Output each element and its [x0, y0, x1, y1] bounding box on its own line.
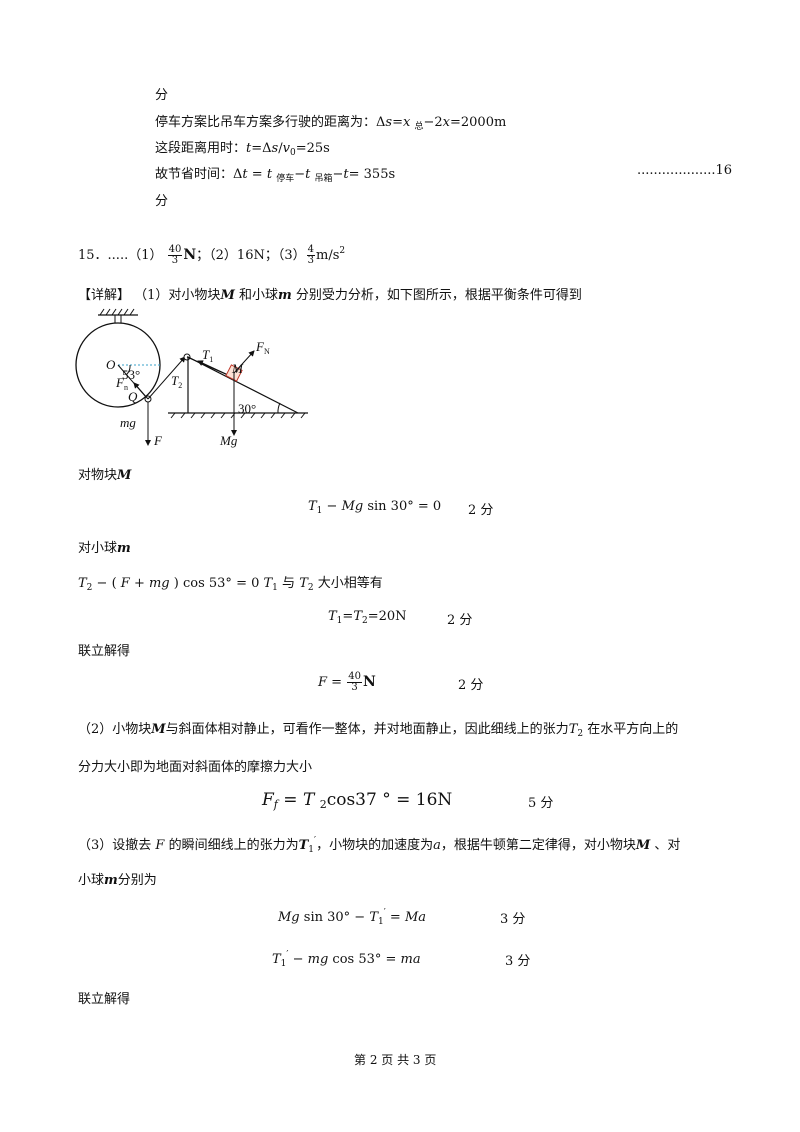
score-eq5: 3 分 — [500, 912, 526, 927]
distance-formula: Δs=x 总−2x=2000m — [376, 115, 507, 132]
saved-time-label: 故节省时间： — [155, 167, 234, 182]
time-line: 这段距离用时：t=Δs/v0=25s — [155, 137, 330, 158]
part2-line-2: 分力大小即为地面对斜面体的摩擦力大小 — [78, 760, 313, 775]
solve-label-2: 联立解得 — [78, 992, 131, 1007]
label-t2: T2 — [171, 373, 182, 390]
equation-6: T1′ − mg cos 53° = ma — [272, 950, 421, 969]
q15-part2: ；（2）16N；（3） — [196, 248, 306, 263]
label-fn-ball: Fn — [115, 375, 128, 392]
score-eq1: 2 分 — [468, 503, 494, 518]
label-m: M — [231, 361, 244, 376]
equation-3: T1=T2=20N — [328, 609, 407, 626]
friction-equation: Ff = T 2cos37 ° = 16N — [262, 790, 453, 811]
string-t2 — [147, 356, 186, 400]
angle-53-arc — [125, 364, 131, 376]
label-big-mg: Mg — [219, 433, 238, 448]
equation-2: T2 − ( F + mg ) cos 53° = 0 T1 与 T2 大小相等… — [78, 576, 383, 593]
label-mg: mg — [120, 415, 136, 430]
time-formula: t=Δs/v0=25s — [246, 141, 330, 158]
fn-ball-arrow — [133, 382, 149, 400]
distance-label: 停车方案比吊车方案多行驶的距离为： — [155, 115, 377, 130]
ground-hatch — [170, 412, 306, 419]
page-footer: 第 2 页 共 3 页 — [354, 1053, 437, 1067]
equation-5: Mg sin 30° − T1′ = Ma — [278, 908, 426, 927]
equation-1: T1 − Mg sin 30° = 0 — [308, 499, 442, 516]
score-suffix-1: 分 — [155, 88, 169, 103]
label-o: O — [106, 357, 116, 372]
saved-time-line: 故节省时间：Δt = t 停车−t 吊箱−t= 355s — [155, 163, 395, 184]
part2-line-1: （2）小物块M与斜面体相对静止，可看作一整体，并对地面静止，因此细线上的张力T2… — [78, 722, 679, 739]
score-eq3: 2 分 — [447, 613, 473, 628]
angle-30-arc — [277, 402, 281, 414]
score-friction: 5 分 — [528, 796, 554, 811]
score-eq4: 2 分 — [458, 678, 484, 693]
label-fn: FN — [255, 339, 270, 356]
q15-head: 15．.....（1） — [78, 248, 163, 263]
score-dots: ...................16 — [637, 163, 733, 178]
detail-bracket: 【详解】 — [78, 288, 131, 303]
for-ball-label: 对小球m — [78, 541, 131, 556]
incline — [187, 356, 299, 414]
ceiling-hatch — [98, 308, 138, 324]
t1-arrow — [197, 360, 229, 376]
time-label: 这段距离用时： — [155, 141, 247, 156]
solve-label-1: 联立解得 — [78, 644, 131, 659]
label-53: 53° — [122, 367, 140, 382]
label-q: Q — [128, 389, 138, 404]
label-f: F — [153, 433, 163, 448]
force-diagram: O 53° Fn Q T2 T1 FN M 30° mg F Mg — [75, 308, 308, 448]
saved-time-formula: Δt = t 停车−t 吊箱−t= 355s — [233, 167, 396, 184]
distance-line: 停车方案比吊车方案多行驶的距离为：Δs=x 总−2x=2000m — [155, 111, 506, 132]
score-eq6: 3 分 — [505, 954, 531, 969]
label-t1: T1 — [202, 347, 213, 364]
detail-line: 【详解】 （1）对小物块M 和小球m 分别受力分析，如下图所示，根据平衡条件可得… — [78, 288, 582, 303]
fn-arrow — [233, 350, 255, 374]
for-block-label: 对物块M — [78, 468, 132, 483]
label-30: 30° — [238, 401, 256, 416]
score-suffix-2: 分 — [155, 194, 169, 209]
part3-line-2: 小球m分别为 — [78, 873, 157, 888]
part3-line-1: （3）设撤去 F 的瞬间细线上的张力为T1′，小物块的加速度为a，根据牛顿第二定… — [78, 836, 681, 855]
